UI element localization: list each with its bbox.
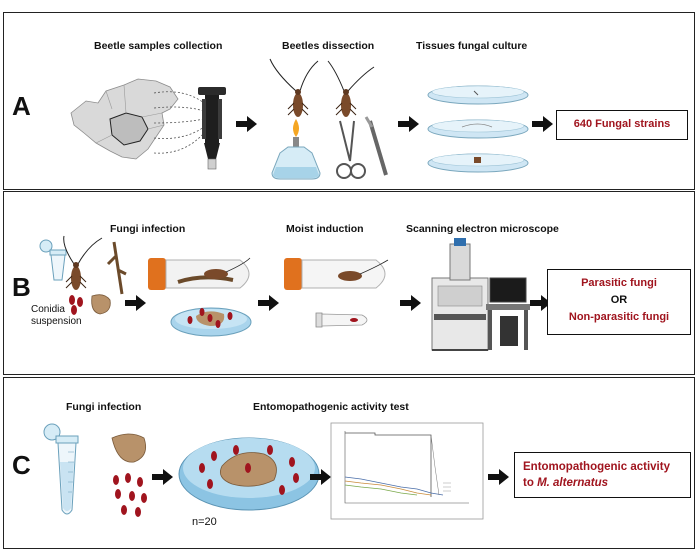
sem-machine-icon [431,238,530,351]
moist-tube-beetle-icon [284,258,389,290]
result-fungal-strains-text: 640 Fungal strains [573,118,671,130]
petri-dish-3 [427,153,529,173]
step-fungi-infection-b: Fungi infection [110,223,186,235]
small-tube-icon [315,312,368,328]
mini-beetles-and-bark-icon [69,294,111,315]
panel-a: A Beetle samples collection Beetles diss… [3,12,695,190]
arrow-b1 [125,295,146,311]
sample-size-label: n=20 [192,516,217,528]
result-parasitic-fungi: Parasitic fungi [581,277,657,289]
petri-dish-2 [427,119,529,139]
arrow-b4 [530,295,551,311]
panel-a-letter: A [12,91,31,121]
arrow-a2 [398,116,419,132]
alcohol-lamp-icon [271,119,321,180]
arrow-b2 [258,295,279,311]
petri-dishes-icon [427,85,529,173]
test-dish-icon [178,437,320,511]
china-map-icon [70,78,179,160]
result-target-prefix: to [523,477,538,489]
infection-dish-icon [170,307,252,337]
longhorn-beetle-icon [269,58,375,117]
step-moist-induction: Moist induction [286,223,364,235]
arrow-a1 [236,116,257,132]
result-non-parasitic-fungi: Non-parasitic fungi [568,311,670,323]
panel-b-letter: B [12,272,31,302]
arrow-c3 [488,469,509,485]
step-entomopathogenic-activity-test: Entomopathogenic activity test [253,401,409,413]
arrow-c2 [310,469,331,485]
panel-c-letter: C [12,450,31,480]
dissection-tools-icon [336,116,388,179]
survival-curve-thumbnail [330,422,484,520]
step-tissues-fungal-culture: Tissues fungal culture [416,40,528,52]
result-target-species: M. alternatus [537,477,608,489]
result-parasitic-classification: Parasitic fungi OR Non-parasitic fungi [547,269,691,335]
bark-and-beetles-icon [111,433,147,517]
beetle-trap-icon [198,87,226,170]
collection-rays [153,91,205,154]
panel-c: C Fungi infection Entomopathogenic activ… [3,377,695,549]
step-scanning-electron-microscope: Scanning electron microscope [406,223,559,235]
conidia-suspension-label: Conidia suspension [31,304,82,328]
result-fungal-strains: 640 Fungal strains [556,110,688,140]
step-fungi-infection-c: Fungi infection [66,401,142,413]
beetle-and-branch-icon [63,235,127,295]
eppendorf-tube-icon [39,239,67,281]
arrow-a3 [532,116,553,132]
suspension-label: suspension [31,316,82,327]
falcon-tube-beetle-icon [148,257,251,290]
conidia-label: Conidia [31,304,65,315]
result-entomopathogenic-line: Entomopathogenic activity [523,461,670,473]
inoculum-tube-icon [43,423,79,515]
result-target-line: to M. alternatus [523,475,690,491]
petri-dish-1 [427,85,529,105]
panel-b: B Fungi infection Moist induction Scanni… [3,191,695,375]
arrow-b3 [400,295,421,311]
step-beetles-dissection: Beetles dissection [282,40,375,52]
result-entomopathogenic-activity: Entomopathogenic activity to M. alternat… [514,452,691,498]
step-beetle-samples-collection: Beetle samples collection [94,40,223,52]
arrow-c1 [152,469,173,485]
result-or: OR [610,294,628,306]
